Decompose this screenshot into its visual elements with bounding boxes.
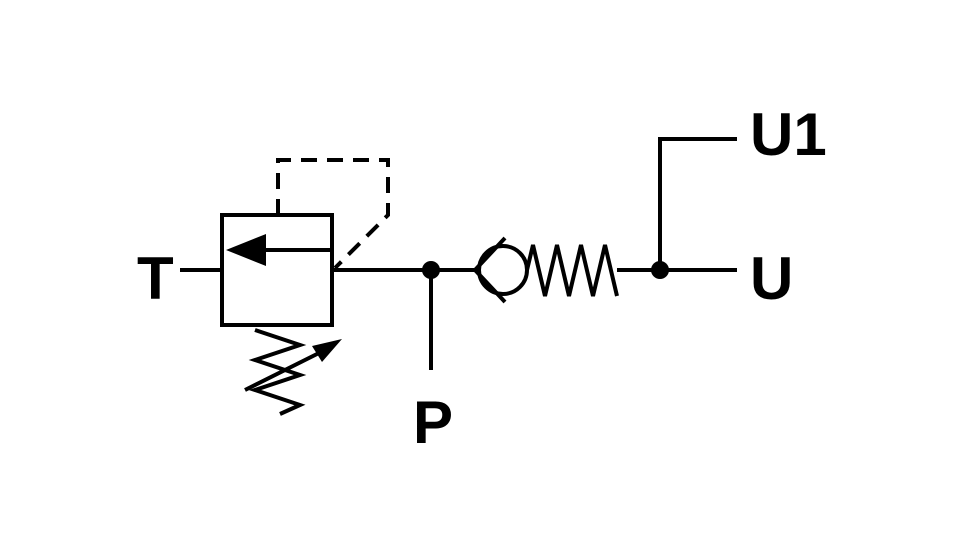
check-valve [472, 236, 619, 304]
adjust-arrow-shaft [244, 348, 326, 392]
pilot-line [276, 158, 390, 270]
port-t-label: T [137, 245, 174, 312]
relief-valve-body [220, 213, 334, 327]
port-p-label: P [413, 389, 453, 456]
check-valve-ball [477, 244, 529, 296]
adjustable-spring [248, 328, 307, 416]
check-valve-seat [472, 236, 507, 304]
port-u1-label: U1 [750, 101, 827, 168]
port-u-label: U [750, 245, 793, 312]
port-u1-line [658, 137, 737, 270]
adjust-arrowhead [312, 339, 342, 362]
relief-valve-arrowhead [226, 234, 266, 266]
pressure-relief-valve [220, 158, 390, 416]
check-valve-spring [525, 244, 619, 297]
